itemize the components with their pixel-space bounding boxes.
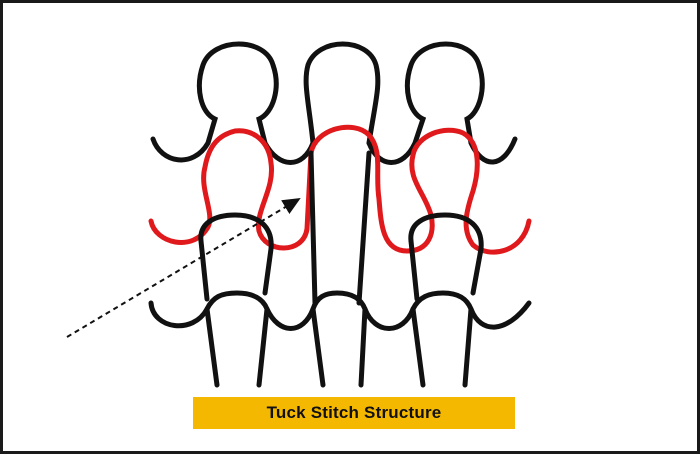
- bottom-leg-3: [310, 306, 326, 388]
- mid-loop-right-leg: [408, 238, 420, 302]
- top-loop-middle: [303, 41, 381, 146]
- red-tuck-middle: [304, 124, 435, 254]
- red-loop-left: [148, 128, 310, 251]
- top-loop-right: [366, 41, 518, 165]
- bottom-leg-1: [204, 306, 220, 388]
- caption-title: Tuck Stitch Structure: [266, 403, 442, 422]
- tuck-stitch-diagram: [66, 41, 532, 429]
- top-loop-left: [150, 41, 316, 165]
- mid-loop-left-leg: [198, 238, 210, 302]
- bottom-course-loops: [148, 290, 532, 388]
- red-loop-right: [410, 127, 532, 255]
- mid-loop-left: [198, 212, 274, 296]
- caption-box: Tuck Stitch Structure: [193, 397, 515, 429]
- bottom-leg-4: [358, 306, 368, 388]
- top-course-loops: [150, 41, 518, 165]
- bottom-yarn: [148, 290, 532, 331]
- tucked-course-yarn: [148, 124, 532, 255]
- bottom-leg-5: [410, 306, 426, 388]
- bottom-leg-2: [256, 306, 270, 388]
- middle-course-loops: [198, 212, 484, 302]
- mid-loop-right: [408, 212, 484, 296]
- held-loop-middle-wale: [308, 150, 372, 306]
- bottom-leg-6: [462, 306, 474, 388]
- caption-background: [193, 397, 515, 429]
